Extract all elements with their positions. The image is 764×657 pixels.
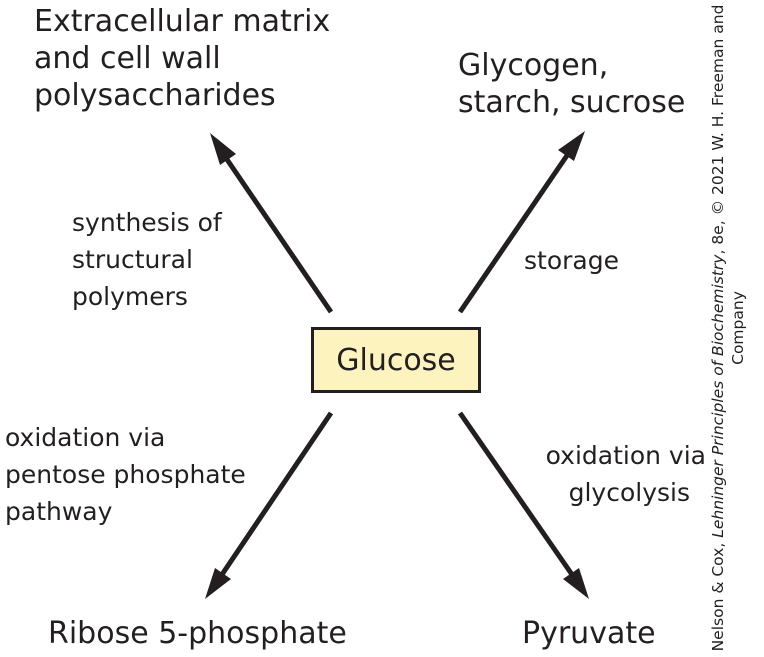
arrowhead-polysaccharides <box>210 133 236 165</box>
credit-line-1: Nelson & Cox, Lehninger Principles of Bi… <box>708 5 728 652</box>
product-polysaccharides-line-3: polysaccharides <box>34 78 276 113</box>
arrow-to-glycogen <box>457 152 571 314</box>
process-glycolysis-line-1: oxidation via <box>545 441 706 470</box>
process-structural-line-1: synthesis of <box>72 208 222 237</box>
process-structural-line-2: structural <box>72 245 193 274</box>
process-storage: storage <box>524 246 619 275</box>
product-glycogen-line-2: starch, sucrose <box>458 85 686 120</box>
arrowhead-glycogen <box>558 131 585 161</box>
product-glycogen: Glycogen, starch, sucrose <box>458 47 685 121</box>
credit-line-2: Company <box>729 291 747 365</box>
process-pentose-line-3: pathway <box>5 497 113 526</box>
credit-book-title: Lehninger Principles of Biochemistry <box>709 254 727 538</box>
process-structural-polymers: synthesis of structural polymers <box>72 204 222 315</box>
process-pentose-phosphate: oxidation via pentose phosphate pathway <box>5 419 246 530</box>
product-ribose-5-phosphate: Ribose 5-phosphate <box>48 616 347 651</box>
process-pentose-line-1: oxidation via <box>5 423 166 452</box>
product-pyruvate: Pyruvate <box>522 616 656 651</box>
arrow-to-pyruvate <box>457 411 576 578</box>
arrow-to-ribose <box>218 411 334 578</box>
credit-authors: Nelson & Cox, <box>709 537 727 652</box>
process-structural-line-3: polymers <box>72 282 188 311</box>
product-polysaccharides: Extracellular matrix and cell wall polys… <box>34 3 330 114</box>
product-glycogen-line-1: Glycogen, <box>458 48 609 83</box>
arrowhead-ribose <box>205 568 231 599</box>
glucose-label: Glucose <box>336 342 456 378</box>
process-pentose-line-2: pentose phosphate <box>5 460 246 489</box>
product-polysaccharides-line-1: Extracellular matrix <box>34 4 331 39</box>
credit-edition: , 8e, © 2021 W. H. Freeman and <box>709 4 727 255</box>
arrow-to-polysaccharides <box>223 156 334 314</box>
process-glycolysis-line-2: glycolysis <box>568 478 690 507</box>
glucose-box: Glucose <box>311 327 481 393</box>
product-polysaccharides-line-2: and cell wall <box>34 41 221 76</box>
process-glycolysis: oxidation via glycolysis <box>546 437 706 511</box>
arrowhead-pyruvate <box>563 568 589 599</box>
copyright-credit: Nelson & Cox, Lehninger Principles of Bi… <box>708 5 748 652</box>
